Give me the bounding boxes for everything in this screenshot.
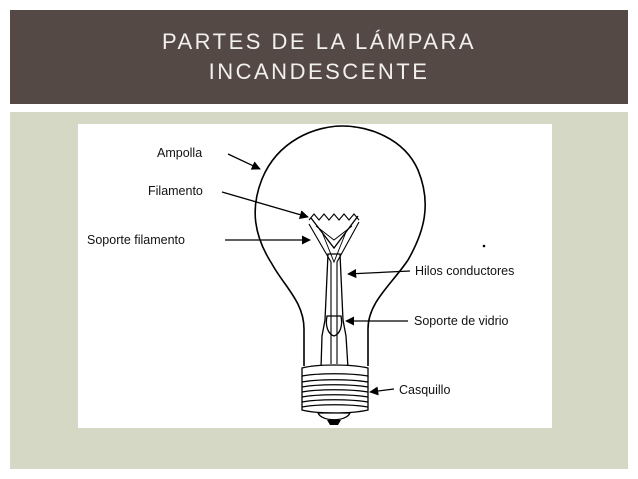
label-hilos-conductores: Hilos conductores: [415, 264, 514, 278]
slide-title-line-2: INCANDESCENTE: [208, 59, 430, 84]
label-filamento: Filamento: [148, 184, 203, 198]
base-contact-tip: [327, 420, 341, 425]
bulb-diagram: Ampolla Filamento Soporte filamento Hilo…: [78, 124, 552, 428]
lead-wire-right: [336, 221, 360, 364]
filament: [308, 213, 360, 221]
glass-support-button: [325, 315, 343, 337]
title-separator: [10, 104, 628, 112]
screw-cap: [301, 376, 369, 414]
label-soporte-vidrio: Soporte de vidrio: [414, 314, 509, 328]
lead-wire-left: [308, 223, 332, 364]
title-bar: PARTES DE LA LÁMPARA INCANDESCENTE: [10, 10, 628, 104]
casquillo-arrow: [369, 386, 395, 396]
base-top-collar: [301, 364, 369, 377]
speck: [482, 244, 486, 248]
filament-support-wires: [315, 225, 353, 264]
label-soporte-filamento: Soporte filamento: [87, 233, 185, 247]
bulb-diagram-svg: Ampolla Filamento Soporte filamento Hilo…: [87, 125, 514, 425]
filament-support-frame: [310, 215, 359, 250]
glass-stem: [320, 253, 349, 369]
hilos-conductores-arrow: [347, 269, 411, 279]
filamento-arrow: [221, 191, 309, 220]
bulb-glass-outline: [254, 125, 426, 366]
base-contact: [316, 412, 352, 421]
label-ampolla: Ampolla: [157, 146, 202, 160]
slide-title-line-1: PARTES DE LA LÁMPARA: [161, 29, 477, 54]
label-casquillo: Casquillo: [399, 383, 450, 397]
ampolla-arrow: [227, 153, 261, 170]
